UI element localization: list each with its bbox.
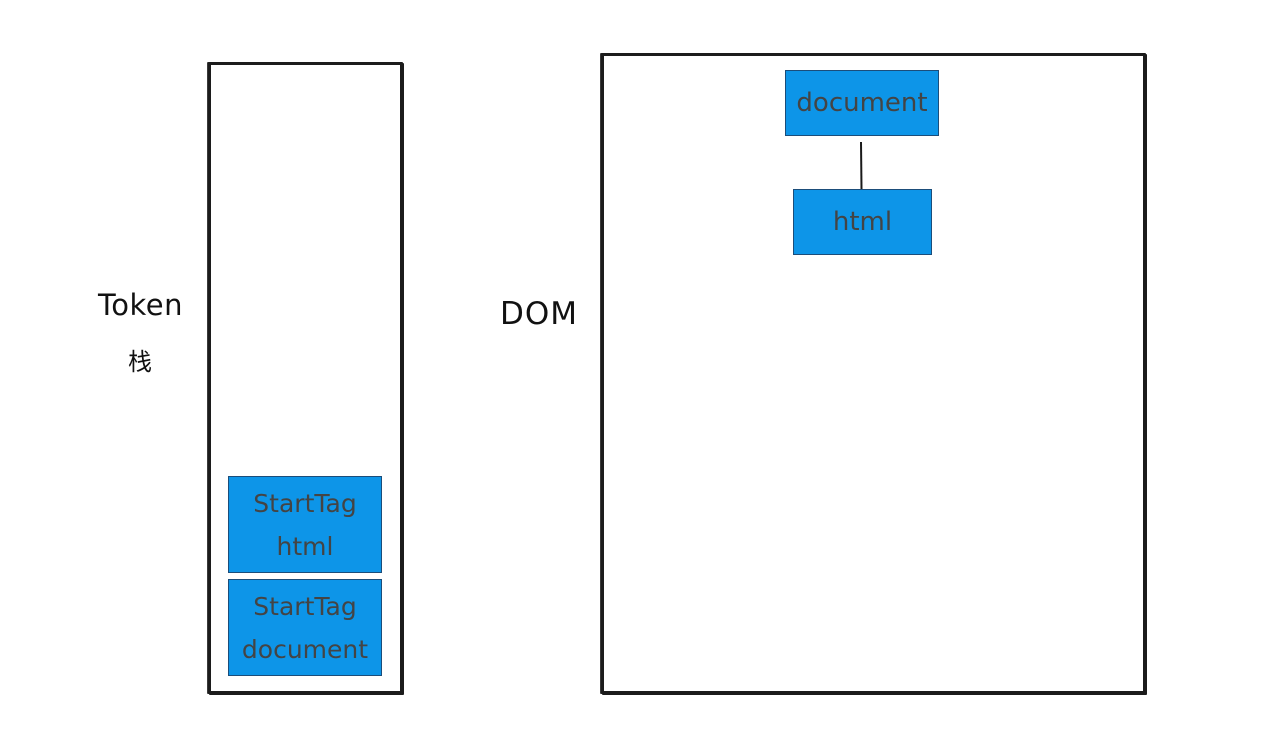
- stack-item-tag-type: StartTag: [253, 591, 357, 621]
- stack-item-tag-type: StartTag: [253, 488, 357, 518]
- dom-tree-container: [601, 53, 1146, 694]
- token-label: Token: [98, 288, 184, 322]
- dom-node-html: html: [793, 189, 932, 255]
- dom-node-document: document: [785, 70, 939, 136]
- stack-item-starttag-html: StartTag html: [228, 476, 382, 573]
- dom-label: DOM: [500, 296, 579, 332]
- stack-item-tag-name: document: [241, 634, 369, 664]
- stack-item-tag-name: html: [276, 531, 334, 561]
- stack-label: 栈: [128, 348, 152, 376]
- stack-item-starttag-document: StartTag document: [228, 579, 382, 676]
- dom-node-label: document: [796, 88, 928, 118]
- dom-node-label: html: [832, 207, 893, 237]
